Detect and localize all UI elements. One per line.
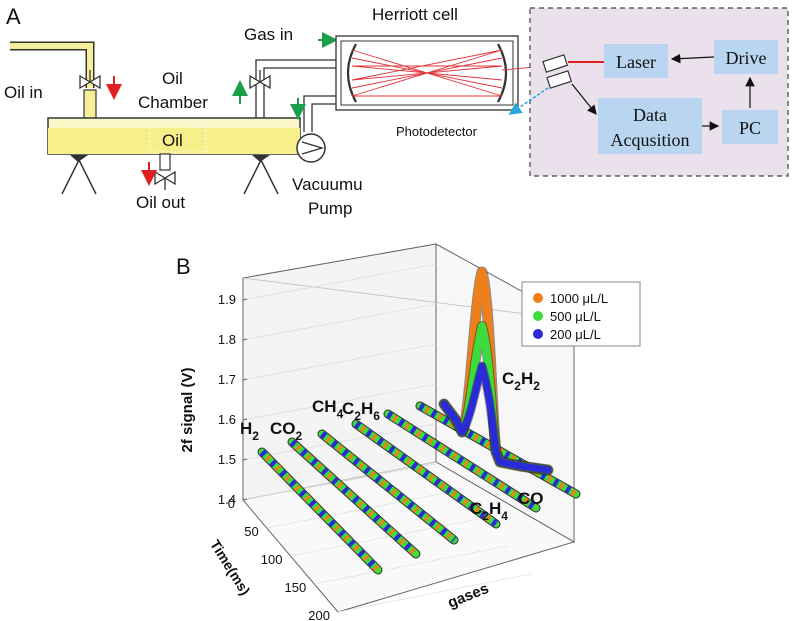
svg-text:Acqusition: Acqusition [611,130,690,150]
time-tick-label: 50 [244,524,258,539]
gas-label-h2: H2 [240,419,259,443]
time-tick-label: 200 [308,608,330,621]
time-tick-label: 150 [285,580,307,595]
oil-out-label: Oil out [136,193,185,212]
detector-to-daq-arrow [571,83,597,115]
z-tick-mark [242,378,248,381]
legend-item-1000: 1000 μL/L [533,291,608,306]
z-tick-mark [242,458,248,461]
svg-text:CO2: CO2 [270,419,303,443]
z-tick-mark [242,338,248,341]
gas-label-c2h2: C2H2 [502,369,540,393]
z-gridline [242,423,437,461]
gases-axis-label: gases [445,580,491,612]
z-tick-label: 1.7 [218,372,236,387]
outlet-pipe [159,153,171,171]
gas-trace [258,448,382,574]
z-axis-ticks: 1.4 1.5 1.6 1.7 1.8 1.9 [218,292,248,507]
gas-in-label: Gas in [244,25,293,44]
svg-text:500 μL/L: 500 μL/L [550,309,601,324]
outlet-valve-icon [154,170,176,190]
svg-text:C2H2: C2H2 [502,369,540,393]
z-tick-label: 1.4 [218,492,236,507]
inlet-valve-icon [79,70,101,90]
gas-trace-band-blue [386,411,538,511]
svg-text:C2H4: C2H4 [470,499,508,523]
svg-text:PC: PC [739,118,761,138]
vacuum-label-line1: Vacuumu [292,175,363,194]
laser-beams [351,49,547,97]
gas-label-c2h6: C2H6 [342,399,380,423]
time-gridline [290,517,484,557]
svg-text:H2: H2 [240,419,259,443]
time-axis-label: Time(ms) [207,537,253,598]
svg-text:C2H6: C2H6 [342,399,380,423]
z-gridline [242,263,437,301]
gas-label-c2h4: C2H4 [470,499,508,523]
data-acquisition-box: Data Acqusition [598,98,702,154]
gas-traces [257,266,581,575]
z-tick-mark [242,498,248,501]
gas-label-co: CO [518,489,544,508]
z-gridline [242,303,437,341]
time-gridline [337,573,532,613]
gas-trace-band-blue [319,431,457,543]
time-gridline [314,545,508,585]
panel-a-letter: A [6,4,21,29]
chamber-label-line1: Oil [162,69,183,88]
photodetector-arrow [508,87,549,115]
vacuum-pump-icon [296,133,326,163]
panel-a: A Oil in Oil Chamber Oil [4,4,789,218]
svg-text:200 μL/L: 200 μL/L [550,327,601,342]
svg-text:1000 μL/L: 1000 μL/L [550,291,608,306]
gas-trace [288,438,420,558]
oil-label: Oil [162,131,183,150]
z-tick-label: 1.5 [218,452,236,467]
chamber-stands [61,155,279,195]
c2h2-peak [440,362,552,474]
svg-text:Drive: Drive [726,48,767,68]
legend-item-200: 200 μL/L [533,327,601,342]
laser-head-icon [542,54,573,89]
svg-text:CH4: CH4 [312,397,344,421]
gas-trace-band-orange [418,402,578,498]
svg-text:CO: CO [518,489,544,508]
z-tick-mark [242,298,248,301]
herriott-label: Herriott cell [372,5,458,24]
svg-text:Laser: Laser [616,52,656,72]
gas-line [255,59,340,132]
gas-trace-band-blue [353,421,499,527]
z-tick-label: 1.9 [218,292,236,307]
legend-item-500: 500 μL/L [533,309,601,324]
oil-chamber [47,117,301,155]
time-tick-label: 100 [261,552,283,567]
z-gridline [242,343,437,381]
vacuum-label-line2: Pump [308,199,352,218]
panel-b-letter: B [176,254,191,279]
drive-to-laser-arrow [670,53,715,64]
pc-box: PC [722,110,778,144]
z-axis-label: 2f signal (V) [179,367,196,452]
legend: 1000 μL/L 500 μL/L 200 μL/L [521,281,641,347]
z-tick-label: 1.8 [218,332,236,347]
time-tick-label: 0 [228,496,235,511]
z-tick-label: 1.6 [218,412,236,427]
gas-label-co2: CO2 [270,419,303,443]
svg-text:Data: Data [633,105,667,125]
oil-in-label: Oil in [4,83,43,102]
drive-box: Drive [714,40,778,74]
herriott-cell [335,35,519,111]
gas-trace-band-blue [418,402,578,498]
gas-label-ch4: CH4 [312,397,344,421]
laser-box: Laser [604,44,668,78]
chamber-label-line2: Chamber [138,93,208,112]
z-tick-mark [242,418,248,421]
gas-valve-icon [249,70,271,90]
z-gridline [242,383,437,421]
photodetector-label: Photodetector [396,124,478,139]
